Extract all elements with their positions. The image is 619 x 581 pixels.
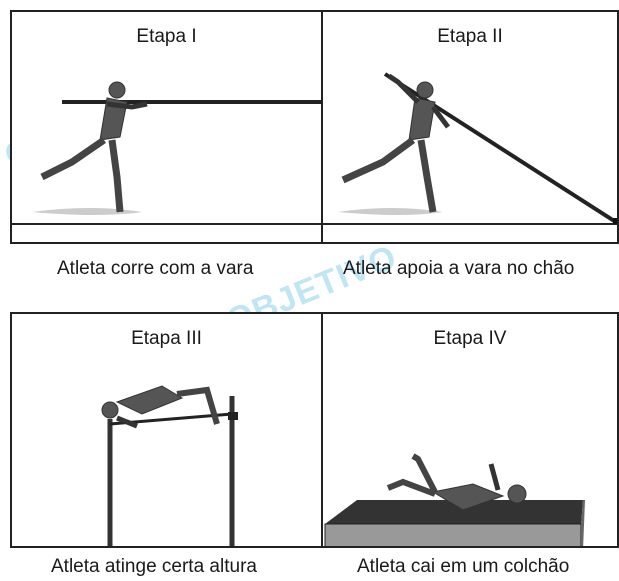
athlete-landing (386, 453, 527, 511)
athlete-running (40, 81, 148, 213)
stage-1-caption: Atleta corre com a vara (57, 258, 254, 279)
stage-1-panel: Etapa I (10, 10, 323, 244)
stage-2-panel: Etapa II (321, 10, 619, 244)
stage-2-illustration (323, 72, 617, 226)
pole (383, 72, 617, 226)
mat-front (324, 523, 582, 546)
stage-3-title: Etapa III (131, 328, 202, 349)
stage-1-illustration (12, 81, 321, 225)
stage-4-caption: Atleta cai em um colchão (357, 556, 570, 577)
stage-1-title: Etapa I (136, 26, 197, 47)
stage-3-illustration (101, 385, 238, 546)
stage-2-caption: Atleta apoia a vara no chão (343, 258, 575, 279)
stage-4-illustration (324, 453, 585, 546)
mat-top (325, 500, 583, 526)
stage-3-caption: Atleta atinge certa altura (51, 556, 257, 577)
athlete-over-bar (101, 385, 220, 429)
stage-2-title: Etapa II (437, 26, 503, 47)
stage-4-title: Etapa IV (433, 328, 507, 349)
stage-4-panel: Etapa IV (321, 312, 619, 548)
athlete-planting-pole (341, 73, 450, 213)
stage-3-panel: Etapa III (10, 312, 323, 548)
